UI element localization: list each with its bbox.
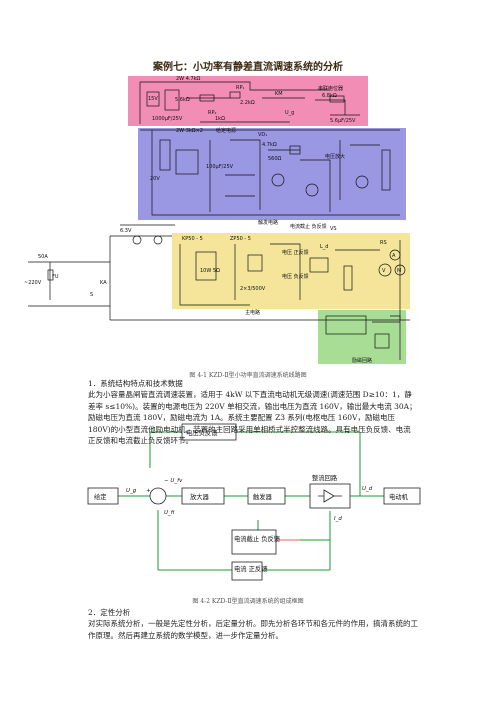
label-15v: 15V [148, 96, 158, 102]
zone-field-circuit [318, 310, 406, 364]
label-km-top: KM [275, 91, 283, 97]
label-pulse: 触发电路 [258, 219, 278, 226]
label-main: 主电路 [245, 309, 260, 316]
label-neg-fb: 电流截止 负反馈 [290, 223, 327, 230]
label-field: 励磁回路 [352, 357, 372, 364]
signal-plus: + [146, 488, 151, 494]
label-vs-neg: 电压 负反馈 [282, 273, 309, 280]
block-rectifier: 整流回路 [312, 473, 338, 482]
label-c56: 5.6μF/25V [330, 118, 356, 124]
label-ac220: ~220V [24, 280, 42, 286]
label-50a: 50A [38, 254, 48, 260]
label-given-source: 给定电源 [216, 127, 236, 134]
label-rp2-val: 1kΩ [215, 116, 225, 122]
signal-ufi: U_fi [164, 510, 175, 516]
label-20v: 20V [150, 176, 160, 182]
label-zp: ZP50 - 5 [230, 236, 251, 242]
label-a: A [392, 253, 396, 259]
label-vs-fb: 电压 正反馈 [282, 249, 309, 256]
figure2-caption: 图 4-2 KZD-Ⅱ型直流调速系统的组成框图 [192, 598, 304, 605]
label-500v: 2×3/500V [240, 286, 266, 292]
label-v: V [382, 268, 386, 274]
zone-main-circuit [172, 233, 410, 309]
section2-heading: 2．定性分析 [88, 608, 131, 617]
label-68k: 6.8kΩ [322, 93, 337, 99]
figure1-caption: 图 4-1 KZD-Ⅱ型小功率直流调速系统线路图 [189, 372, 307, 379]
block-voltage-neg-fb: 电压负反馈 [186, 428, 218, 437]
label-vs: VS [330, 226, 337, 232]
section1-heading: 1．系统结构特点和技术数据 [88, 379, 183, 388]
block-current-cutoff: 电流截止 负反馈 [234, 534, 281, 543]
signal-id: I_d [334, 516, 342, 522]
label-560: 560Ω [268, 156, 282, 162]
label-v63: 6.3V [120, 228, 132, 234]
label-c100: 100μF/25V [206, 164, 234, 170]
label-rp2: RP₂ [208, 110, 217, 116]
label-10w: 10W 5Ω [200, 268, 220, 274]
block-trigger: 触发器 [253, 492, 273, 501]
block-motor: 电动机 [389, 492, 409, 501]
label-kp: KP50 - 5 [182, 236, 203, 242]
label-m: M [397, 268, 401, 274]
label-s: S [90, 292, 93, 298]
block-given: 给定 [94, 492, 107, 501]
section1-paragraph: 此为小容量晶闸管直流调速装置，适用于 4kW 以下直流电动机无级调速(调速范围 … [88, 390, 417, 446]
block-amplifier: 放大器 [190, 492, 210, 501]
block-diagram [118, 431, 384, 571]
block-boxes [87, 423, 421, 581]
signal-ud: U_d [362, 486, 373, 492]
label-ka: KA [100, 280, 107, 286]
label-amp: 电压放大 [325, 153, 345, 160]
page-title: 案例七：小功率有静差直流调速系统的分析 [153, 62, 343, 73]
label-stop-run: 串联电位器 [318, 85, 343, 92]
label-ug: U_g [285, 110, 294, 116]
signal-ug: U_g [126, 488, 137, 494]
block-current-pos-fb: 电流 正反馈 [234, 564, 268, 573]
label-ld: L_d [320, 244, 328, 250]
label-vd1: VD₁ [258, 132, 267, 138]
label-56k: 5.6kΩ [175, 97, 190, 103]
label-r1: 2W 4.7kΩ [176, 76, 201, 82]
label-c1000: 1000μF/25V [152, 116, 183, 122]
zone-given-source [128, 76, 368, 126]
label-r2w: 2W 3kΩ×2 [176, 128, 203, 134]
section2-paragraph: 对实际系统分析，一般是先定性分析，后定量分析。即先分析各环节和各元件的作用，搞清… [88, 619, 418, 640]
label-rs: RS [380, 240, 387, 246]
signal-ufv: − U_fv [164, 478, 183, 484]
label-rp1-val: 2.2kΩ [240, 100, 255, 106]
label-47k: 4.7kΩ [262, 142, 277, 148]
label-fu: FU [52, 274, 59, 280]
label-rp1: RP₁ [236, 85, 245, 91]
